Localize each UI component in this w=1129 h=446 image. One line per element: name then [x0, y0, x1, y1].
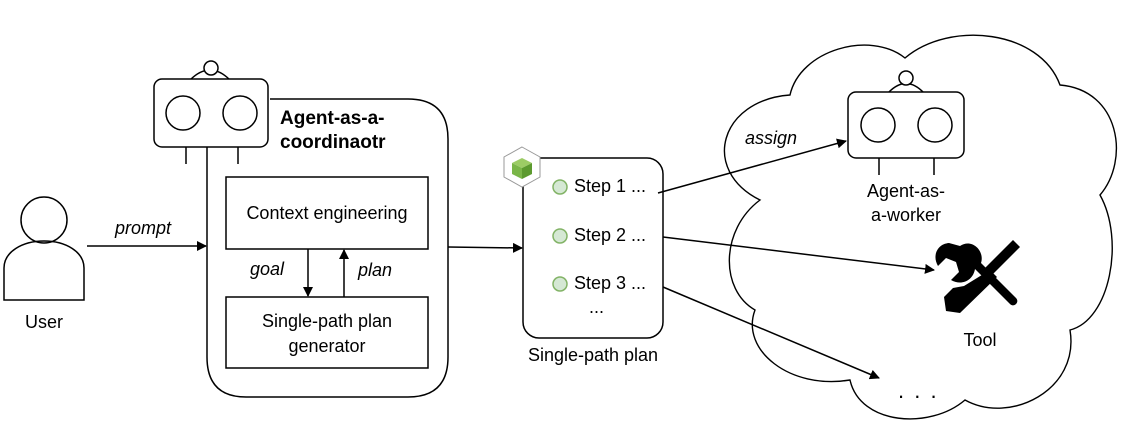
- step2-tool-arrow: [662, 236, 935, 274]
- step-1-dot: [552, 179, 568, 195]
- coordinator-title-line2: coordinaotr: [280, 132, 386, 153]
- coordinator-container: [206, 98, 449, 398]
- cube-icon: [503, 146, 541, 188]
- plan-generator-line1: Single-path plan: [261, 311, 393, 331]
- user-icon: [3, 196, 85, 301]
- worker-label-line1: Agent-as-: [866, 181, 946, 201]
- step3-more-arrow: [662, 286, 880, 380]
- cloud-more-label: . . .: [898, 378, 939, 403]
- prompt-label: prompt: [115, 218, 172, 238]
- context-engineering-box: [225, 176, 429, 250]
- plan-generator-box: [225, 296, 429, 369]
- step1-assign-arrow: [657, 138, 847, 194]
- coordinator-robot-icon: [153, 60, 269, 164]
- context-engineering-label: Context engineering: [246, 203, 408, 223]
- worker-robot-icon: [847, 70, 965, 175]
- to-plan-arrow: [447, 242, 523, 253]
- plan-label: plan: [358, 260, 393, 280]
- step-2-dot: [552, 228, 568, 244]
- step-3-dot: [552, 276, 568, 292]
- goal-label: goal: [250, 259, 285, 279]
- plan-generator-line2: generator: [288, 336, 366, 356]
- cloud-shape: [723, 34, 1118, 420]
- coordinator-title-line1: Agent-as-a-: [280, 108, 385, 129]
- step-3-label: Step 3 ...: [574, 273, 647, 293]
- tool-icon: [935, 240, 1020, 313]
- single-path-plan-box: [522, 157, 664, 339]
- plan-more-label: ...: [589, 297, 605, 317]
- plan-caption: Single-path plan: [527, 345, 659, 365]
- worker-label-line2: a-worker: [870, 205, 941, 225]
- assign-label: assign: [745, 128, 798, 148]
- user-label: User: [24, 312, 63, 332]
- step-1-label: Step 1 ...: [574, 176, 647, 196]
- tool-label: Tool: [963, 330, 997, 350]
- step-2-label: Step 2 ...: [574, 225, 647, 245]
